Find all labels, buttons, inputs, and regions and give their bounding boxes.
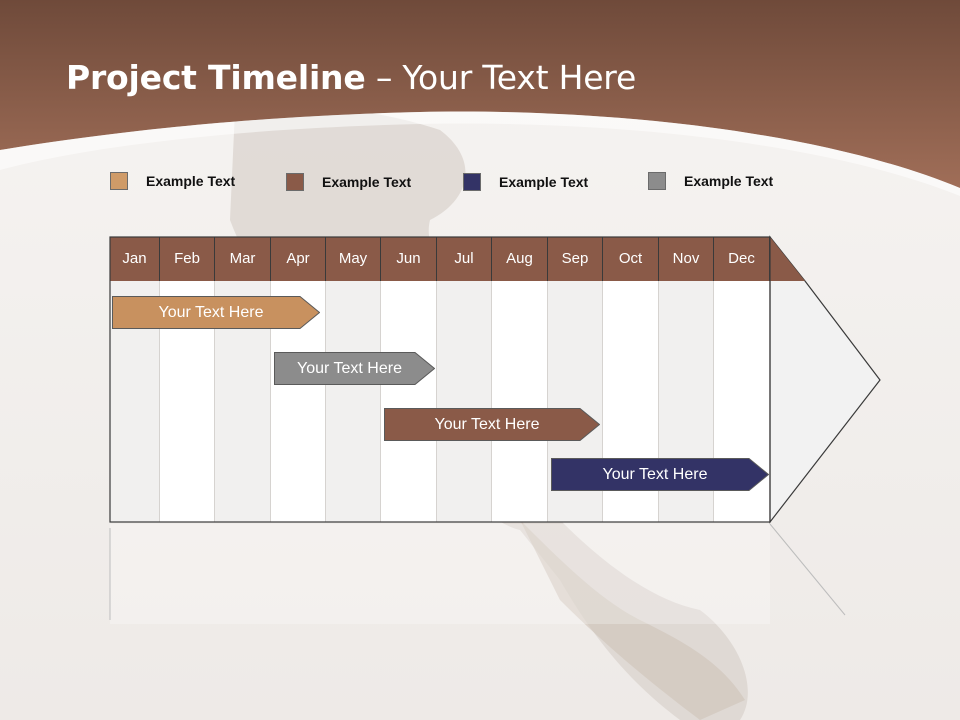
- legend-label: Example Text: [684, 173, 774, 189]
- legend-swatch: [110, 172, 128, 190]
- month-column: [437, 281, 492, 522]
- task-label: Your Text Here: [158, 304, 264, 321]
- task-bar[interactable]: Your Text Here: [384, 408, 600, 441]
- month-label: Jan: [110, 237, 160, 281]
- month-label: Oct: [603, 237, 659, 281]
- task-arrow-shape: [551, 458, 769, 491]
- month-label: Nov: [659, 237, 714, 281]
- task-bar[interactable]: Your Text Here: [274, 352, 435, 385]
- legend-label: Example Text: [322, 174, 412, 190]
- task-bar[interactable]: Your Text Here: [112, 296, 320, 329]
- title-bold: Project Timeline: [66, 58, 366, 97]
- task-arrow-shape: [112, 296, 320, 329]
- month-label: Jul: [437, 237, 492, 281]
- month-label: Feb: [160, 237, 215, 281]
- month-label: Jun: [381, 237, 437, 281]
- month-column: [381, 281, 437, 522]
- task-label: Your Text Here: [602, 466, 708, 483]
- legend-label: Example Text: [146, 173, 236, 189]
- legend-item: Example Text: [286, 172, 411, 192]
- month-label: Mar: [215, 237, 271, 281]
- legend-swatch: [463, 173, 481, 191]
- task-bar[interactable]: Your Text Here: [551, 458, 769, 491]
- month-label: Apr: [271, 237, 326, 281]
- task-label: Your Text Here: [297, 360, 402, 377]
- task-arrow-shape: [274, 352, 435, 385]
- page-title: Project Timeline – Your Text Here: [66, 58, 636, 97]
- month-column: [492, 281, 548, 522]
- legend-item: Example Text: [463, 172, 588, 192]
- legend-label: Example Text: [499, 174, 589, 190]
- legend-item: Example Text: [110, 171, 235, 191]
- task-label: Your Text Here: [434, 416, 540, 433]
- legend-swatch: [286, 173, 304, 191]
- month-label: Dec: [714, 237, 770, 281]
- month-label: Aug: [492, 237, 548, 281]
- month-label: Sep: [548, 237, 603, 281]
- task-arrow-shape: [384, 408, 600, 441]
- legend-swatch: [648, 172, 666, 190]
- title-rest: – Your Text Here: [365, 58, 637, 97]
- legend-item: Example Text: [648, 171, 773, 191]
- month-column: [326, 281, 381, 522]
- month-label: May: [326, 237, 381, 281]
